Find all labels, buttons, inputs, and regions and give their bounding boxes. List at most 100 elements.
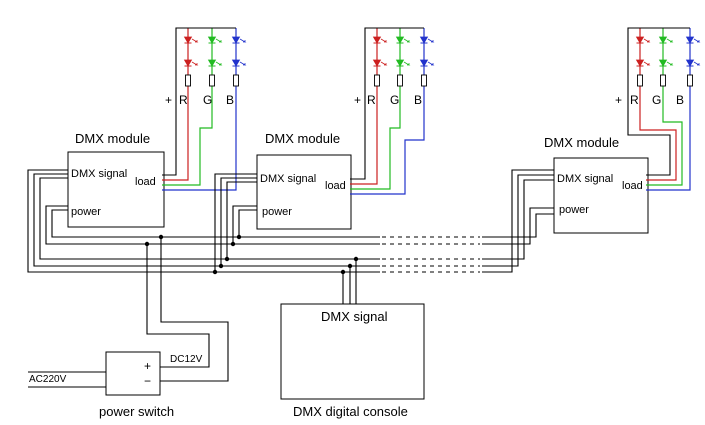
led-green-icon — [207, 59, 217, 67]
module-3-title: DMX module — [544, 135, 619, 150]
led-red-icon — [183, 36, 193, 44]
power-switch-minus: − — [144, 374, 151, 388]
bus-right-c — [482, 179, 554, 260]
power-line-a — [45, 205, 380, 245]
led-red-icon — [635, 36, 645, 44]
bus-right-b — [482, 174, 554, 267]
light-arrow-icon — [215, 61, 223, 66]
module-2-green-wire — [350, 28, 401, 190]
resistor-icon — [397, 74, 403, 87]
module-2-power-label: power — [262, 206, 292, 218]
junction-dot — [236, 234, 242, 240]
led-red-icon — [372, 36, 382, 44]
module-1-load-label: load — [135, 176, 156, 188]
console-label: DMX digital console — [293, 404, 408, 419]
light-arrow-icon — [427, 38, 435, 43]
module-1-plus-label: + — [165, 93, 172, 107]
console-signal-label: DMX signal — [321, 309, 388, 324]
module-2-title: DMX module — [265, 131, 340, 146]
module-1-g-label: G — [203, 93, 212, 107]
power-right-b — [482, 213, 554, 238]
module-3-red-wire — [639, 28, 677, 181]
light-arrow-icon — [666, 61, 674, 66]
bus-line-c — [39, 177, 380, 260]
module-2-box — [256, 154, 352, 230]
bus-line-b — [33, 173, 380, 267]
resistor-icon — [421, 74, 427, 87]
led-blue-icon — [419, 36, 429, 44]
led-strings — [183, 36, 701, 87]
module-1-green-wire — [162, 28, 213, 186]
module-3-box — [553, 157, 649, 234]
led-red-icon — [372, 59, 382, 67]
dmx-module-1: DMX module DMX signal load power + R G B — [67, 93, 234, 228]
module-3-r-label: R — [630, 93, 639, 107]
led-green-icon — [395, 36, 405, 44]
module-3-g-label: G — [652, 93, 661, 107]
module-2-r-label: R — [367, 93, 376, 107]
module-1-r-label: R — [179, 93, 188, 107]
module-1-signal-label: DMX signal — [71, 168, 127, 180]
resistor-icon — [233, 74, 239, 87]
module-2-common-wire — [350, 27, 424, 180]
bus-line-a — [27, 169, 380, 273]
junction-dot — [218, 263, 224, 269]
module-3-green-wire — [646, 28, 683, 186]
module-2-g-label: G — [390, 93, 399, 107]
light-arrow-icon — [191, 61, 199, 66]
light-arrow-icon — [403, 38, 411, 43]
load-wiring — [162, 27, 691, 195]
light-arrow-icon — [239, 61, 247, 66]
light-arrow-icon — [693, 38, 701, 43]
signal-bus — [27, 169, 554, 275]
light-arrow-icon — [239, 38, 247, 43]
module-1-title: DMX module — [75, 131, 150, 146]
module-3-plus-label: + — [615, 93, 622, 107]
module-3-blue-wire — [646, 28, 691, 191]
led-blue-icon — [685, 59, 695, 67]
power-switch: + − AC220V DC12V power switch — [29, 351, 203, 419]
module-1-common-wire — [162, 27, 236, 176]
dmx-console: DMX signal DMX digital console — [280, 303, 425, 419]
ac-input-label: AC220V — [29, 374, 67, 385]
led-blue-icon — [419, 59, 429, 67]
power-switch-connection — [28, 237, 229, 388]
dmx-module-3: DMX module DMX signal load power + R G B — [544, 93, 684, 234]
light-arrow-icon — [191, 38, 199, 43]
junction-dot — [224, 256, 230, 262]
module-2-power-tap-b — [238, 209, 257, 237]
module-2-signal-label: DMX signal — [260, 173, 316, 185]
module-2-power-tap-a — [232, 205, 257, 244]
module-2-load-label: load — [325, 180, 346, 192]
module-2-b-label: B — [414, 93, 422, 107]
led-green-icon — [207, 36, 217, 44]
resistor-icon — [185, 74, 191, 87]
power-switch-label: power switch — [99, 404, 174, 419]
module-2-signal-tap-b — [220, 177, 257, 266]
module-2-blue-wire — [350, 28, 425, 195]
module-3-power-label: power — [559, 204, 589, 216]
light-arrow-icon — [380, 61, 388, 66]
module-3-common-wire — [627, 27, 690, 176]
light-arrow-icon — [380, 38, 388, 43]
power-switch-plus-wire — [146, 244, 210, 368]
dc-output-label: DC12V — [170, 354, 203, 365]
module-1-box — [67, 151, 165, 228]
resistor-icon — [637, 74, 643, 87]
power-right-a — [482, 207, 554, 245]
module-1-red-wire — [162, 28, 189, 181]
power-line-b — [51, 209, 380, 238]
console-connection — [342, 259, 357, 304]
led-red-icon — [183, 59, 193, 67]
module-1-power-label: power — [71, 206, 101, 218]
module-1-blue-wire — [162, 28, 237, 191]
light-arrow-icon — [693, 61, 701, 66]
junction-dot — [212, 269, 218, 275]
bus-right-a — [482, 169, 554, 273]
resistor-icon — [687, 74, 693, 87]
module-2-plus-label: + — [354, 93, 361, 107]
light-arrow-icon — [403, 61, 411, 66]
power-switch-box — [105, 351, 161, 396]
light-arrow-icon — [666, 38, 674, 43]
